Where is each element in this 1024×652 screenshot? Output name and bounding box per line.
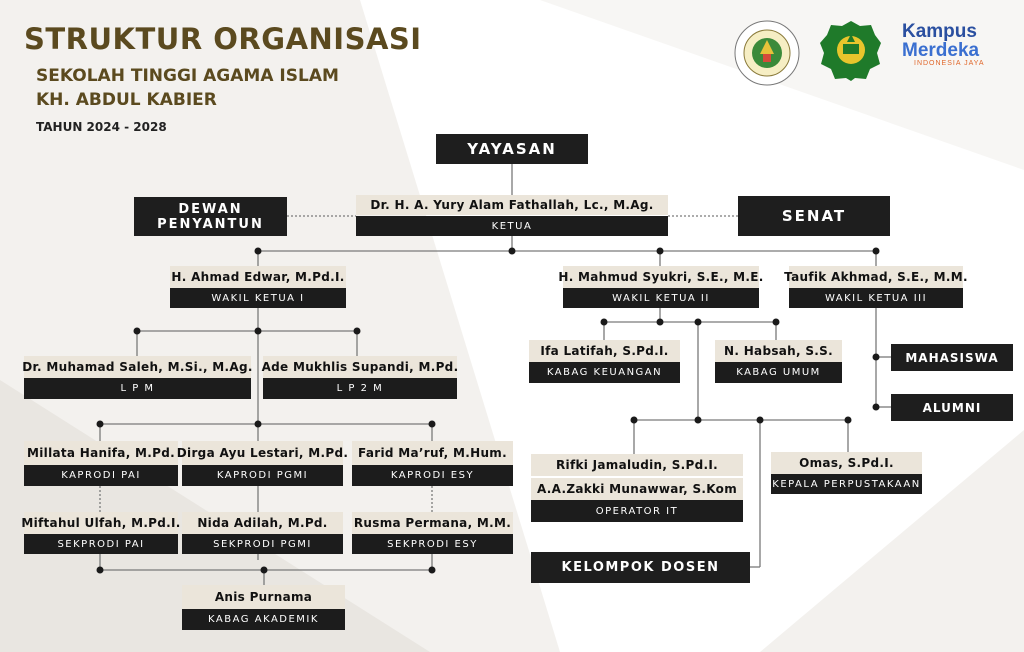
institution-line-2: KH. ABDUL KABIER bbox=[36, 90, 217, 110]
wakil-ketua-1-name: H. Ahmad Edwar, M.Pd.I. bbox=[170, 266, 346, 288]
campus-seal-logo bbox=[734, 20, 800, 86]
senat-box: SENAT bbox=[738, 196, 890, 236]
kabag-akademik-name: Anis Purnama bbox=[182, 585, 345, 609]
kaprodi-pai-name: Millata Hanifa, M.Pd. bbox=[24, 441, 178, 465]
ministry-logo bbox=[820, 20, 882, 82]
kampus-text: Kampus bbox=[902, 21, 977, 42]
kabag-keuangan-name: Ifa Latifah, S.Pd.I. bbox=[529, 340, 680, 362]
kaprodi-pgmi-name: Dirga Ayu Lestari, M.Pd. bbox=[177, 441, 348, 465]
kepala-perpustakaan-role: KEPALA PERPUSTAKAAN bbox=[771, 474, 922, 494]
kabag-keuangan-role: KABAG KEUANGAN bbox=[529, 362, 680, 383]
lpm-name: Dr. Muhamad Saleh, M.Si., M.Ag. bbox=[22, 356, 252, 378]
operator-it-name-1: Rifki Jamaludin, S.Pd.I. bbox=[531, 454, 743, 476]
kabag-akademik-role: KABAG AKADEMIK bbox=[182, 609, 345, 630]
alumni-box: ALUMNI bbox=[891, 394, 1013, 421]
wakil-ketua-1-role: WAKIL KETUA I bbox=[170, 288, 346, 308]
kaprodi-pai-role: KAPRODI PAI bbox=[24, 465, 178, 486]
institution-line-1: SEKOLAH TINGGI AGAMA ISLAM bbox=[36, 66, 339, 86]
lpm-role: L P M bbox=[24, 378, 251, 399]
operator-it-name-2: A.A.Zakki Munawwar, S.Kom bbox=[531, 478, 743, 500]
kaprodi-esy-name: Farid Ma’ruf, M.Hum. bbox=[352, 441, 513, 465]
wakil-ketua-3-name: Taufik Akhmad, S.E., M.M. bbox=[784, 266, 968, 288]
ketua-name: Dr. H. A. Yury Alam Fathallah, Lc., M.Ag… bbox=[356, 195, 668, 215]
kampus-merdeka-logo: Kampus Merdeka INDONESIA JAYA bbox=[902, 22, 1014, 74]
merdeka-text: Merdeka bbox=[902, 40, 980, 61]
sekprodi-pai-role: SEKPRODI PAI bbox=[24, 534, 178, 554]
dewan-penyantun-box: DEWAN PENYANTUN bbox=[134, 197, 287, 236]
sekprodi-esy-role: SEKPRODI ESY bbox=[352, 534, 513, 554]
wakil-ketua-2-role: WAKIL KETUA II bbox=[563, 288, 759, 308]
wakil-ketua-3-role: WAKIL KETUA III bbox=[789, 288, 963, 308]
kaprodi-esy-role: KAPRODI ESY bbox=[352, 465, 513, 486]
kelompok-dosen-box: KELOMPOK DOSEN bbox=[531, 552, 750, 583]
sekprodi-esy-name: Rusma Permana, M.M. bbox=[352, 512, 513, 534]
page-title: STRUKTUR ORGANISASI bbox=[24, 22, 422, 56]
period-year: TAHUN 2024 - 2028 bbox=[36, 120, 167, 134]
lp2m-name: Ade Mukhlis Supandi, M.Pd. bbox=[262, 356, 458, 378]
kampus-tagline: INDONESIA JAYA bbox=[914, 60, 985, 67]
sekprodi-pgmi-role: SEKPRODI PGMI bbox=[182, 534, 343, 554]
kepala-perpustakaan-name: Omas, S.Pd.I. bbox=[771, 452, 922, 474]
operator-it-role: OPERATOR IT bbox=[531, 500, 743, 522]
kaprodi-pgmi-role: KAPRODI PGMI bbox=[182, 465, 343, 486]
mahasiswa-box: MAHASISWA bbox=[891, 344, 1013, 371]
sekprodi-pgmi-name: Nida Adilah, M.Pd. bbox=[182, 512, 343, 534]
kabag-umum-role: KABAG UMUM bbox=[715, 362, 842, 383]
wakil-ketua-2-name: H. Mahmud Syukri, S.E., M.E. bbox=[558, 266, 763, 288]
lp2m-role: L P 2 M bbox=[263, 378, 457, 399]
ketua-role: KETUA bbox=[356, 216, 668, 236]
yayasan-box: YAYASAN bbox=[436, 134, 588, 164]
kabag-umum-name: N. Habsah, S.S. bbox=[715, 340, 842, 362]
sekprodi-pai-name: Miftahul Ulfah, M.Pd.I. bbox=[21, 512, 180, 534]
